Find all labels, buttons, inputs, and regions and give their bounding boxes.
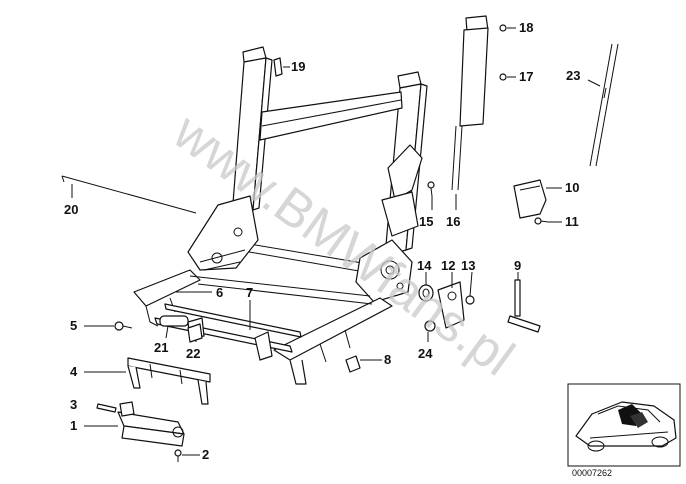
seat-frame — [133, 46, 428, 385]
callout-5: 5 — [70, 318, 77, 333]
screw-part-2 — [174, 449, 182, 462]
rail-slider-part — [117, 401, 185, 447]
bracket-part-4 — [127, 357, 211, 405]
bolt-part-15 — [427, 181, 435, 197]
callout-20: 20 — [64, 202, 78, 217]
screw-part-17 — [499, 73, 507, 81]
callout-14: 14 — [417, 258, 432, 273]
callout-19: 19 — [291, 59, 305, 74]
callout-1: 1 — [70, 418, 77, 433]
lever-bracket-part-12 — [437, 281, 465, 329]
callout-13: 13 — [461, 258, 475, 273]
callout-8: 8 — [384, 352, 391, 367]
cables-part-23 — [589, 43, 619, 167]
screw-part-11 — [534, 217, 549, 225]
guide-tube-part-16 — [451, 15, 489, 191]
callout-24: 24 — [418, 346, 433, 361]
callout-2: 2 — [202, 447, 209, 462]
clip-part-19 — [273, 57, 283, 77]
callout-18: 18 — [519, 20, 533, 35]
clip-part-22 — [187, 323, 203, 343]
callout-21: 21 — [154, 340, 168, 355]
callout-16: 16 — [446, 214, 460, 229]
screw-part-5 — [114, 321, 133, 331]
callout-22: 22 — [186, 346, 200, 361]
callout-9: 9 — [514, 258, 521, 273]
callout-6: 6 — [216, 285, 223, 300]
callout-12: 12 — [441, 258, 455, 273]
screw-part-18 — [499, 24, 507, 32]
callout-11: 11 — [565, 214, 579, 229]
callout-17: 17 — [519, 69, 533, 84]
diagram-reference-number: 00007262 — [572, 468, 612, 478]
callout-3: 3 — [70, 397, 77, 412]
callouts: 1 2 3 4 5 6 7 8 9 10 11 12 13 14 15 16 1… — [64, 20, 601, 462]
callout-23: 23 — [566, 68, 580, 83]
buffer-part-8 — [345, 355, 361, 373]
callout-7: 7 — [246, 285, 253, 300]
bolt-part-3 — [96, 403, 117, 413]
cover-part-10 — [513, 179, 547, 219]
vehicle-locator-inset: 00007262 — [567, 383, 681, 478]
bushing-part-21 — [159, 315, 189, 327]
callout-10: 10 — [565, 180, 579, 195]
pin-bolt-part-9 — [507, 279, 541, 333]
callout-4: 4 — [70, 364, 78, 379]
callout-15: 15 — [419, 214, 433, 229]
rod-part-20 — [61, 175, 197, 214]
washer-part-24 — [424, 320, 436, 332]
